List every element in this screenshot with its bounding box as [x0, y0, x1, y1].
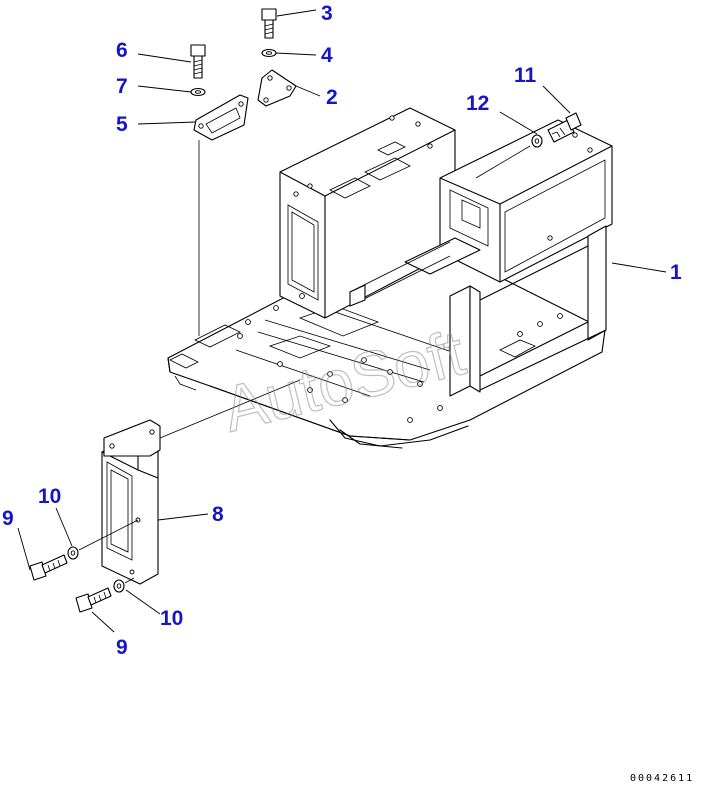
- callout-9-lower: 9: [116, 636, 128, 659]
- alignment-line-9-upper: [78, 519, 139, 551]
- callout-1: 1: [670, 261, 682, 284]
- callout-2: 2: [326, 86, 338, 109]
- callout-11: 11: [514, 64, 537, 87]
- document-id: 00042611: [630, 773, 694, 784]
- callout-3: 3: [321, 2, 333, 25]
- callout-7: 7: [116, 75, 128, 98]
- callouts: 1 2 3 4 5 6 7 8 9 9 10 10 11 12: [2, 2, 682, 659]
- callout-4: 4: [321, 44, 333, 67]
- bolt-11: [547, 112, 582, 143]
- bolt-3: [261, 8, 277, 39]
- washer-10-upper: [67, 546, 79, 560]
- bolt-6: [190, 44, 206, 79]
- callout-5: 5: [116, 113, 128, 136]
- callout-10-lower: 10: [160, 607, 183, 630]
- leader-lines: [17, 9, 667, 633]
- plate-2: [257, 69, 297, 107]
- callout-8: 8: [212, 503, 224, 526]
- washer-4: [261, 48, 277, 58]
- callout-12: 12: [466, 92, 489, 115]
- main-frame: [167, 107, 613, 449]
- washer-12: [531, 134, 543, 148]
- bolt-9-upper: [29, 554, 68, 581]
- callout-9-upper: 9: [2, 507, 14, 530]
- callout-6: 6: [116, 39, 128, 62]
- bracket-8: [101, 419, 161, 585]
- alignment-line-11: [475, 145, 531, 179]
- bolt-9-lower: [75, 587, 112, 613]
- washer-10-lower: [113, 579, 125, 593]
- alignment-line-9-lower: [124, 577, 135, 584]
- callout-10-upper: 10: [38, 485, 61, 508]
- bracket-5: [193, 94, 249, 141]
- alignment-line-8: [159, 379, 301, 439]
- washer-7: [190, 87, 206, 97]
